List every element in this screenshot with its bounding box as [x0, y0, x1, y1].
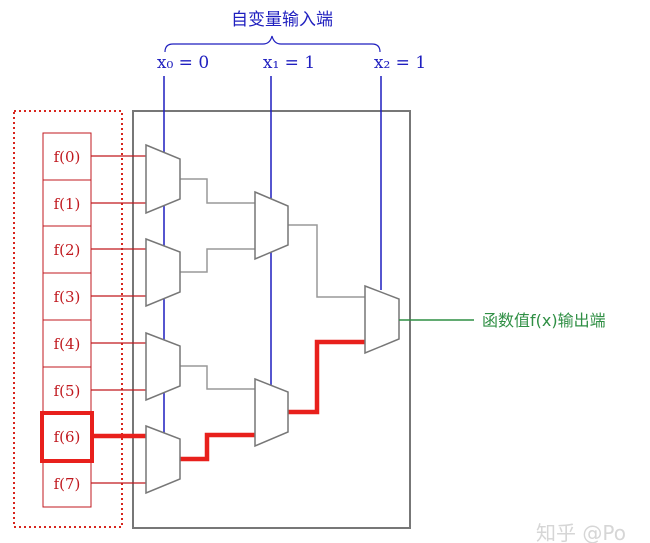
- cell-0-label: f(0): [54, 148, 81, 166]
- input-label-x2: x₂ = 1: [374, 53, 426, 73]
- path-m1d-m2b: [180, 432, 255, 462]
- cell-wires: [91, 155, 146, 484]
- wire-m1a-m2a: [180, 178, 255, 204]
- mux-wires: [180, 178, 365, 390]
- mux-l1-a: [145, 143, 181, 215]
- wire-m1c-m2b: [180, 365, 255, 390]
- mux-l1-d: [145, 424, 181, 495]
- multiplexers: [145, 143, 400, 495]
- cell-1-label: f(1): [54, 195, 81, 213]
- cell-2-box: [42, 225, 92, 274]
- wire-m1b-m2a: [180, 248, 255, 273]
- cell-2-label: f(2): [54, 241, 81, 259]
- input-label-x0: x₀ = 0: [157, 53, 209, 73]
- cell-5-label: f(5): [54, 382, 81, 400]
- output-label: 函数值f(x)输出端: [482, 311, 606, 330]
- mux-l1-b: [145, 237, 181, 308]
- cell-6-label: f(6): [54, 428, 81, 446]
- cell-4-label: f(4): [54, 335, 81, 353]
- mux-l2-a: [254, 190, 289, 261]
- mux-l2-b: [254, 377, 289, 448]
- cell-1-box: [42, 179, 92, 227]
- watermark: 知乎 @Po: [536, 521, 626, 543]
- cell-3-box: [42, 272, 92, 321]
- cell-3-label: f(3): [54, 288, 81, 306]
- cell-0-box: [42, 132, 92, 181]
- input-brace: [164, 35, 381, 53]
- selected-path: [92, 339, 365, 462]
- input-label-x1: x₁ = 1: [263, 53, 315, 73]
- input-title: 自变量输入端: [231, 10, 333, 30]
- cell-7-label: f(7): [54, 475, 81, 493]
- cell-5-box: [42, 366, 92, 414]
- cell-7-box: [42, 459, 92, 508]
- cell-6-box: [42, 412, 92, 461]
- truth-table-enclosure: [13, 110, 123, 528]
- mux-l1-c: [145, 331, 181, 402]
- truth-table: f(0) f(1) f(2) f(3) f(4) f(5) f(6) f(7): [40, 132, 94, 508]
- wire-m2a-m3: [288, 224, 365, 298]
- mux-l3-final: [364, 284, 400, 355]
- path-m2b-m3: [288, 339, 365, 415]
